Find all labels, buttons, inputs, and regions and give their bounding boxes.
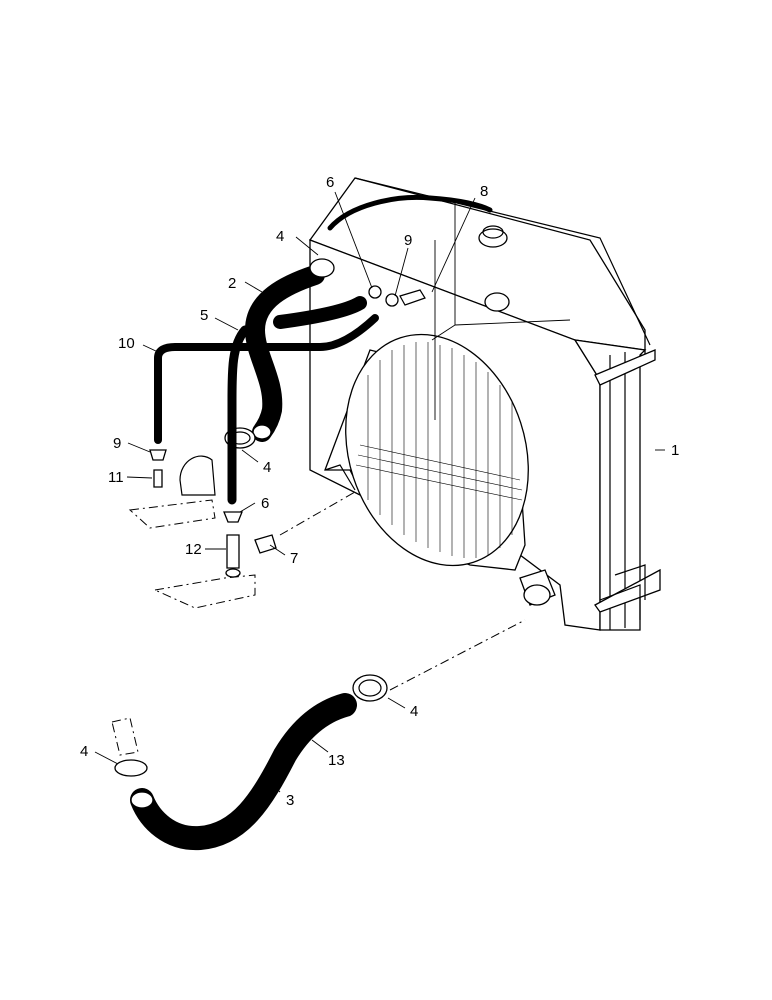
left-fittings — [149, 449, 277, 578]
callout-leaders — [94, 191, 665, 793]
engine-reference-outlines — [128, 455, 526, 691]
callout-4-mid: 4 — [263, 459, 271, 476]
callout-7: 7 — [290, 550, 298, 567]
callout-13: 13 — [328, 752, 345, 769]
callout-5: 5 — [200, 307, 208, 324]
top-fittings — [368, 285, 426, 307]
callout-12: 12 — [185, 541, 202, 558]
clamp-lower — [111, 674, 388, 777]
callout-4-lower-right: 4 — [410, 703, 418, 720]
callout-4-top: 4 — [276, 228, 284, 245]
callout-3: 3 — [286, 792, 294, 809]
hose-10 — [154, 314, 379, 444]
callout-6-mid: 6 — [261, 495, 269, 512]
callout-10: 10 — [118, 335, 135, 352]
radiator — [308, 177, 661, 631]
callout-9-top: 9 — [404, 232, 412, 249]
part-8-leaders — [431, 200, 571, 420]
callout-1: 1 — [671, 442, 679, 459]
callout-8: 8 — [480, 183, 488, 200]
callout-9-left: 9 — [113, 435, 121, 452]
callout-labels: 1 2 3 4 4 4 4 5 6 6 7 8 9 9 10 11 12 13 — [80, 174, 679, 809]
callout-4-lower-left: 4 — [80, 743, 88, 760]
upper-hose — [244, 265, 367, 442]
hose-5 — [227, 325, 250, 505]
callout-11: 11 — [108, 469, 124, 486]
callout-2: 2 — [228, 275, 236, 292]
callout-6-top: 6 — [326, 174, 334, 191]
lower-hose — [130, 693, 357, 851]
